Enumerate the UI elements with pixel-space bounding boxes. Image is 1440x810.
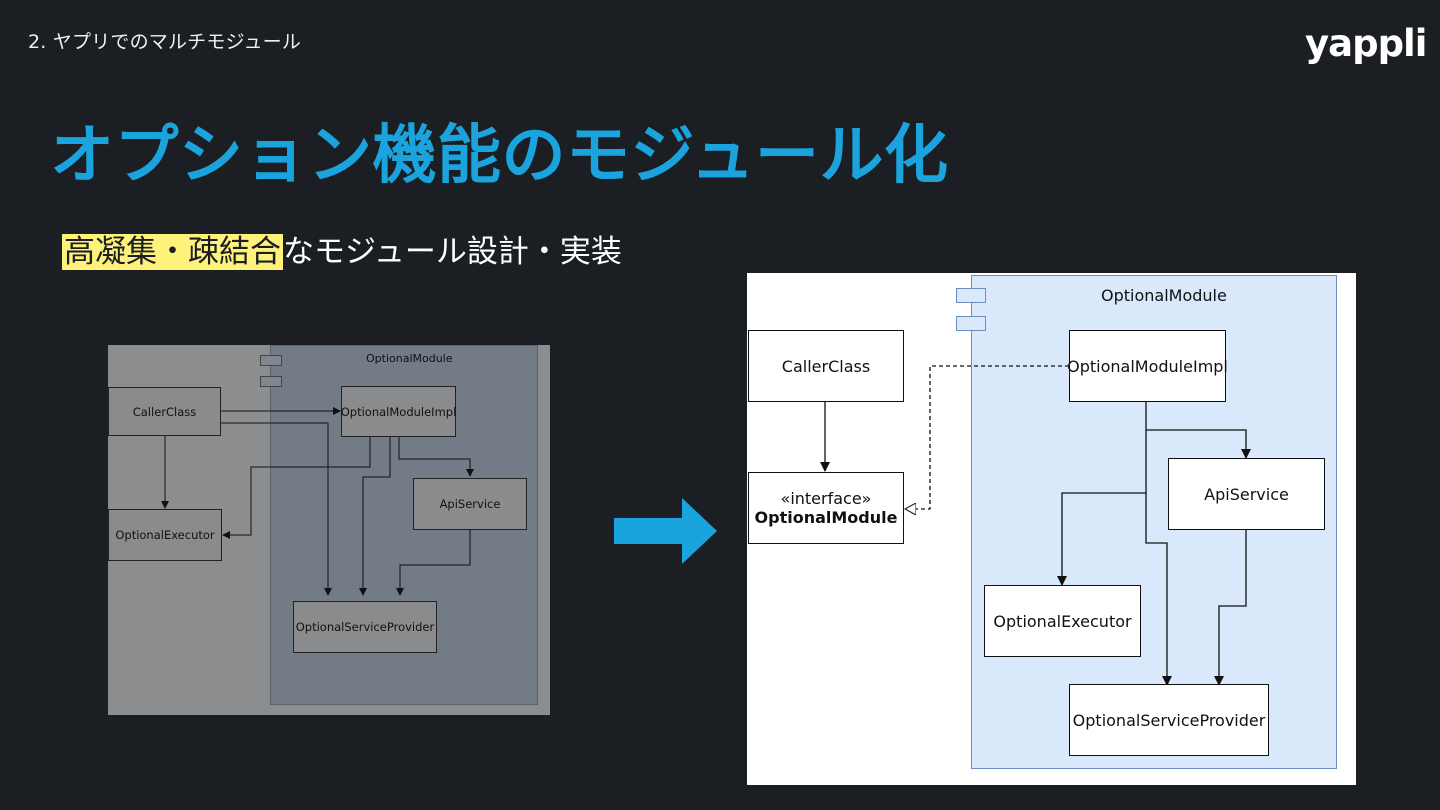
right-arrow-icon [614, 498, 717, 564]
old-optional-service-provider-box: OptionalServiceProvider [293, 601, 437, 653]
old-optional-module-impl-box: OptionalModuleImpl [341, 386, 456, 437]
interface-stereotype-label: «interface» [780, 489, 872, 508]
interface-name-label: OptionalModule [754, 508, 898, 527]
new-optional-module-impl-box: OptionalModuleImpl [1067, 330, 1228, 402]
new-diagram-connectors [820, 365, 1251, 686]
old-module-diagram: OptionalModule CallerClass OptionalModul… [108, 345, 550, 715]
old-module-tab-icon [260, 355, 282, 366]
new-optional-executor-box: OptionalExecutor [984, 585, 1141, 657]
old-diagram-connectors [161, 407, 474, 596]
new-api-label: ApiService [1204, 484, 1289, 504]
old-module-label: OptionalModule [366, 352, 453, 365]
new-module-diagram: OptionalModule CallerClass «interface» O… [747, 273, 1356, 785]
new-optional-module-interface-box: «interface» OptionalModule [748, 472, 904, 544]
new-provider-label: OptionalServiceProvider [1072, 710, 1266, 730]
breadcrumb: 2. ヤプリでのマルチモジュール [28, 31, 302, 53]
new-optional-service-provider-box: OptionalServiceProvider [1069, 684, 1269, 756]
new-caller-class-box: CallerClass [748, 330, 904, 402]
old-api-service-box: ApiService [413, 478, 527, 530]
subtitle-rest: なモジュール設計・実装 [283, 234, 622, 270]
slide-title: オプション機能のモジュール化 [50, 119, 949, 193]
subtitle-highlight: 高凝集・疎結合 [62, 234, 283, 270]
new-caller-class-label: CallerClass [781, 356, 871, 376]
slide-subtitle: 高凝集・疎結合なモジュール設計・実装 [62, 226, 622, 271]
old-optional-executor-box: OptionalExecutor [108, 509, 222, 561]
new-api-service-box: ApiService [1168, 458, 1325, 530]
new-executor-label: OptionalExecutor [993, 611, 1132, 631]
old-caller-class-box: CallerClass [108, 387, 221, 436]
new-impl-label: OptionalModuleImpl [1067, 356, 1228, 376]
new-module-tab-icon [956, 288, 986, 303]
old-module-tab-icon [260, 376, 282, 387]
yappli-logo: yappli [1305, 22, 1427, 65]
new-module-tab-icon [956, 316, 986, 331]
new-module-label: OptionalModule [1101, 286, 1227, 305]
